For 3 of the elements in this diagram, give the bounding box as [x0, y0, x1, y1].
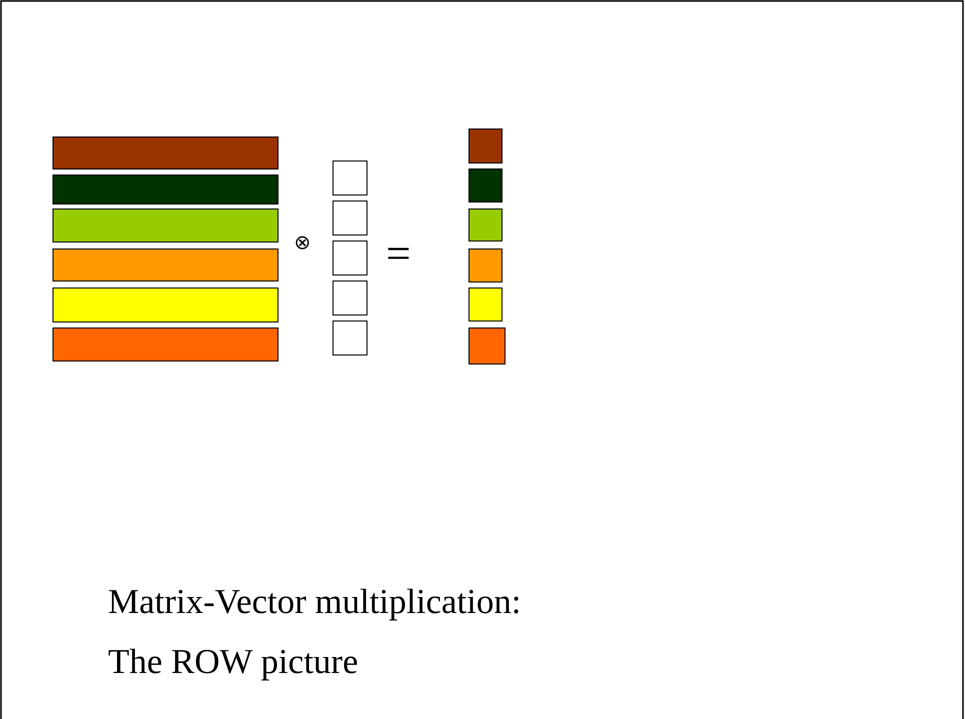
tensor-product-symbol: ⊗ — [294, 233, 311, 253]
equals-sign: = — [386, 232, 411, 276]
caption: Matrix-Vector multiplication: The ROW picture — [108, 581, 522, 682]
